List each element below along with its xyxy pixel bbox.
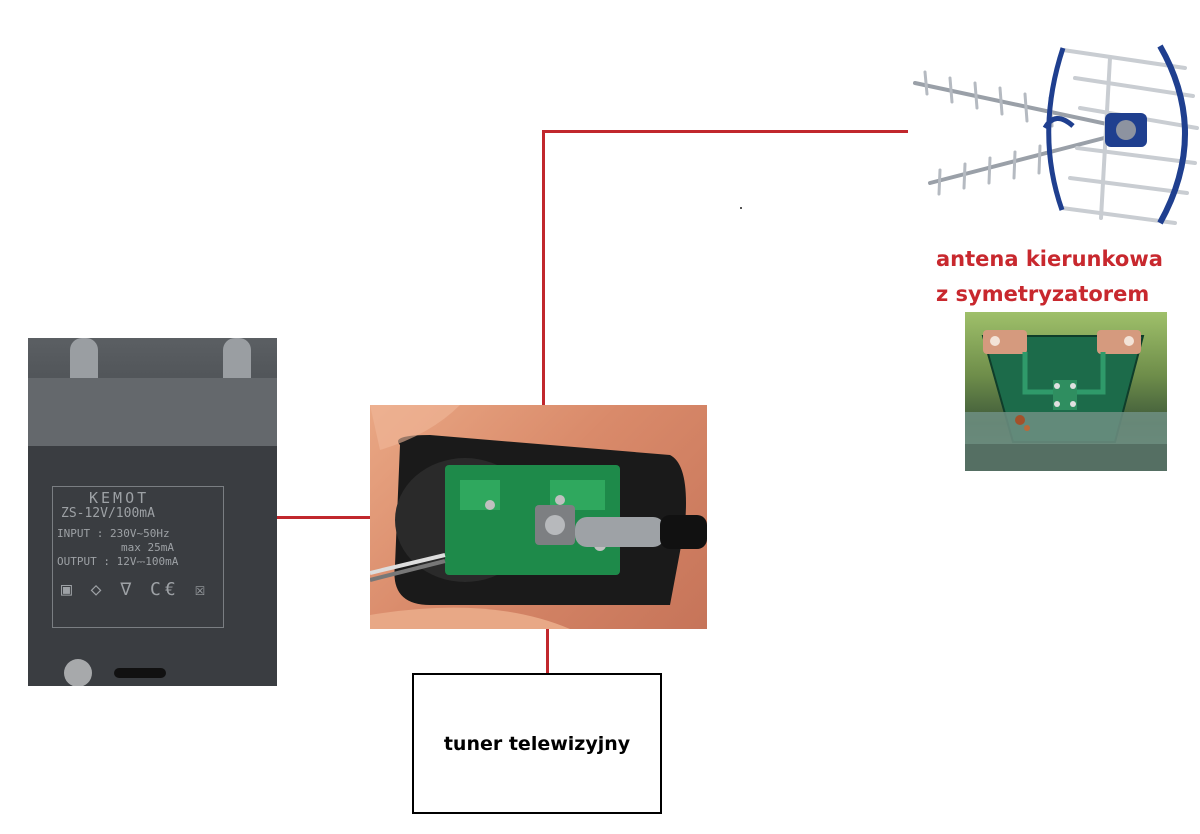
wire-antenna-horizontal	[542, 130, 908, 133]
power-supply-output: OUTPUT : 12V⎓100mA	[57, 555, 179, 568]
power-supply-input: INPUT : 230V~50Hz	[57, 527, 170, 540]
yagi-antenna-image	[913, 44, 1199, 225]
power-supply-input-current: max 25mA	[121, 541, 174, 554]
power-supply-model: ZS-12V/100mA	[61, 506, 155, 521]
power-supply-brand: KEMOT	[89, 489, 150, 507]
antenna-label-line2: z symetryzatorem	[936, 282, 1150, 306]
balun-pcb-photo	[965, 312, 1167, 471]
wire-antenna-vertical	[542, 130, 545, 405]
antenna-label-line1: antena kierunkowa	[936, 247, 1163, 271]
stray-dot	[740, 207, 742, 209]
certification-icons: ▣ ◇ ∇ C€ ☒	[61, 579, 210, 600]
wire-power-supply	[277, 516, 370, 519]
amplifier-module-photo	[370, 405, 707, 629]
tuner-label: tuner telewizyjny	[443, 732, 631, 755]
wire-tuner	[546, 629, 549, 673]
power-supply-label-plate: KEMOT ZS-12V/100mA INPUT : 230V~50Hz max…	[52, 486, 224, 628]
amplifier-pcb-icon	[370, 405, 707, 629]
balun-pcb-icon	[965, 330, 1167, 471]
tuner-box: tuner telewizyjny	[412, 673, 662, 814]
power-supply-photo: KEMOT ZS-12V/100mA INPUT : 230V~50Hz max…	[28, 338, 277, 686]
